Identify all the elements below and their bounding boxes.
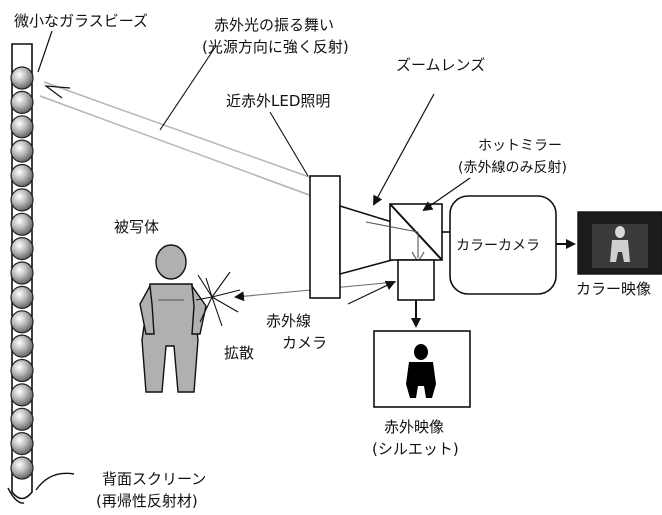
glass-bead	[10, 66, 34, 90]
zoom-lens-leader	[373, 93, 435, 206]
label-diffusion: 拡散	[224, 344, 254, 362]
subject-figure	[139, 244, 207, 393]
glass-bead	[10, 139, 34, 163]
glass-bead	[10, 334, 34, 358]
label-back-screen-sub: (再帰性反射材)	[96, 492, 198, 510]
back-screen	[7, 43, 75, 504]
glass-bead	[10, 285, 34, 309]
glass-bead	[10, 407, 34, 431]
ir-camera-box	[397, 259, 435, 301]
labels: 微小なガラスビーズ 赤外光の振る舞い (光源方向に強く反射) ズームレンズ 近赤…	[14, 12, 651, 510]
ir-arrowhead-return	[43, 85, 71, 99]
label-hot-mirror: ホットミラー	[478, 138, 562, 154]
glass-bead	[10, 115, 34, 139]
glass-bead	[10, 212, 34, 236]
glass-bead	[10, 432, 34, 456]
label-ir-behavior: 赤外光の振る舞い	[214, 16, 334, 34]
color-image	[577, 211, 662, 275]
label-near-ir-led: 近赤外LED照明	[226, 92, 330, 110]
label-color-image: カラー映像	[576, 280, 651, 298]
zoom-lens	[339, 204, 393, 276]
label-ir-behavior-sub: (光源方向に強く反射)	[202, 38, 349, 56]
diffusion-burst	[195, 271, 241, 327]
label-ir-image: 赤外映像	[384, 418, 444, 436]
glass-bead	[10, 358, 34, 383]
label-hot-mirror-sub: (赤外線のみ反射)	[458, 160, 567, 176]
ir-camera-leader	[347, 280, 396, 305]
glass-bead	[10, 163, 34, 188]
glass-bead	[10, 237, 34, 261]
label-subject: 被写体	[114, 218, 159, 236]
label-color-camera: カラーカメラ	[456, 238, 540, 254]
label-ir-camera: 赤外線	[266, 312, 311, 330]
ir-rays	[39, 81, 313, 197]
glass-bead	[10, 456, 34, 480]
led-leader-line	[269, 111, 309, 177]
glass-bead	[10, 310, 34, 334]
label-glass-beads: 微小なガラスビーズ	[14, 12, 148, 30]
label-ir-camera-sub: カメラ	[282, 334, 327, 352]
label-back-screen: 背面スクリーン	[102, 470, 206, 488]
ir-behavior-leader-line	[159, 45, 217, 131]
label-ir-image-sub: (シルエット)	[372, 440, 459, 458]
hot-mirror-leader	[422, 177, 471, 212]
glass-bead	[10, 188, 34, 212]
glass-bead	[10, 383, 34, 407]
glass-bead	[10, 261, 34, 285]
beads-leader-line	[37, 30, 53, 73]
ir-image	[373, 330, 471, 408]
near-ir-led-panel	[309, 175, 341, 299]
label-zoom-lens: ズームレンズ	[396, 56, 485, 74]
glass-bead-column	[10, 66, 34, 480]
glass-bead	[10, 90, 34, 115]
